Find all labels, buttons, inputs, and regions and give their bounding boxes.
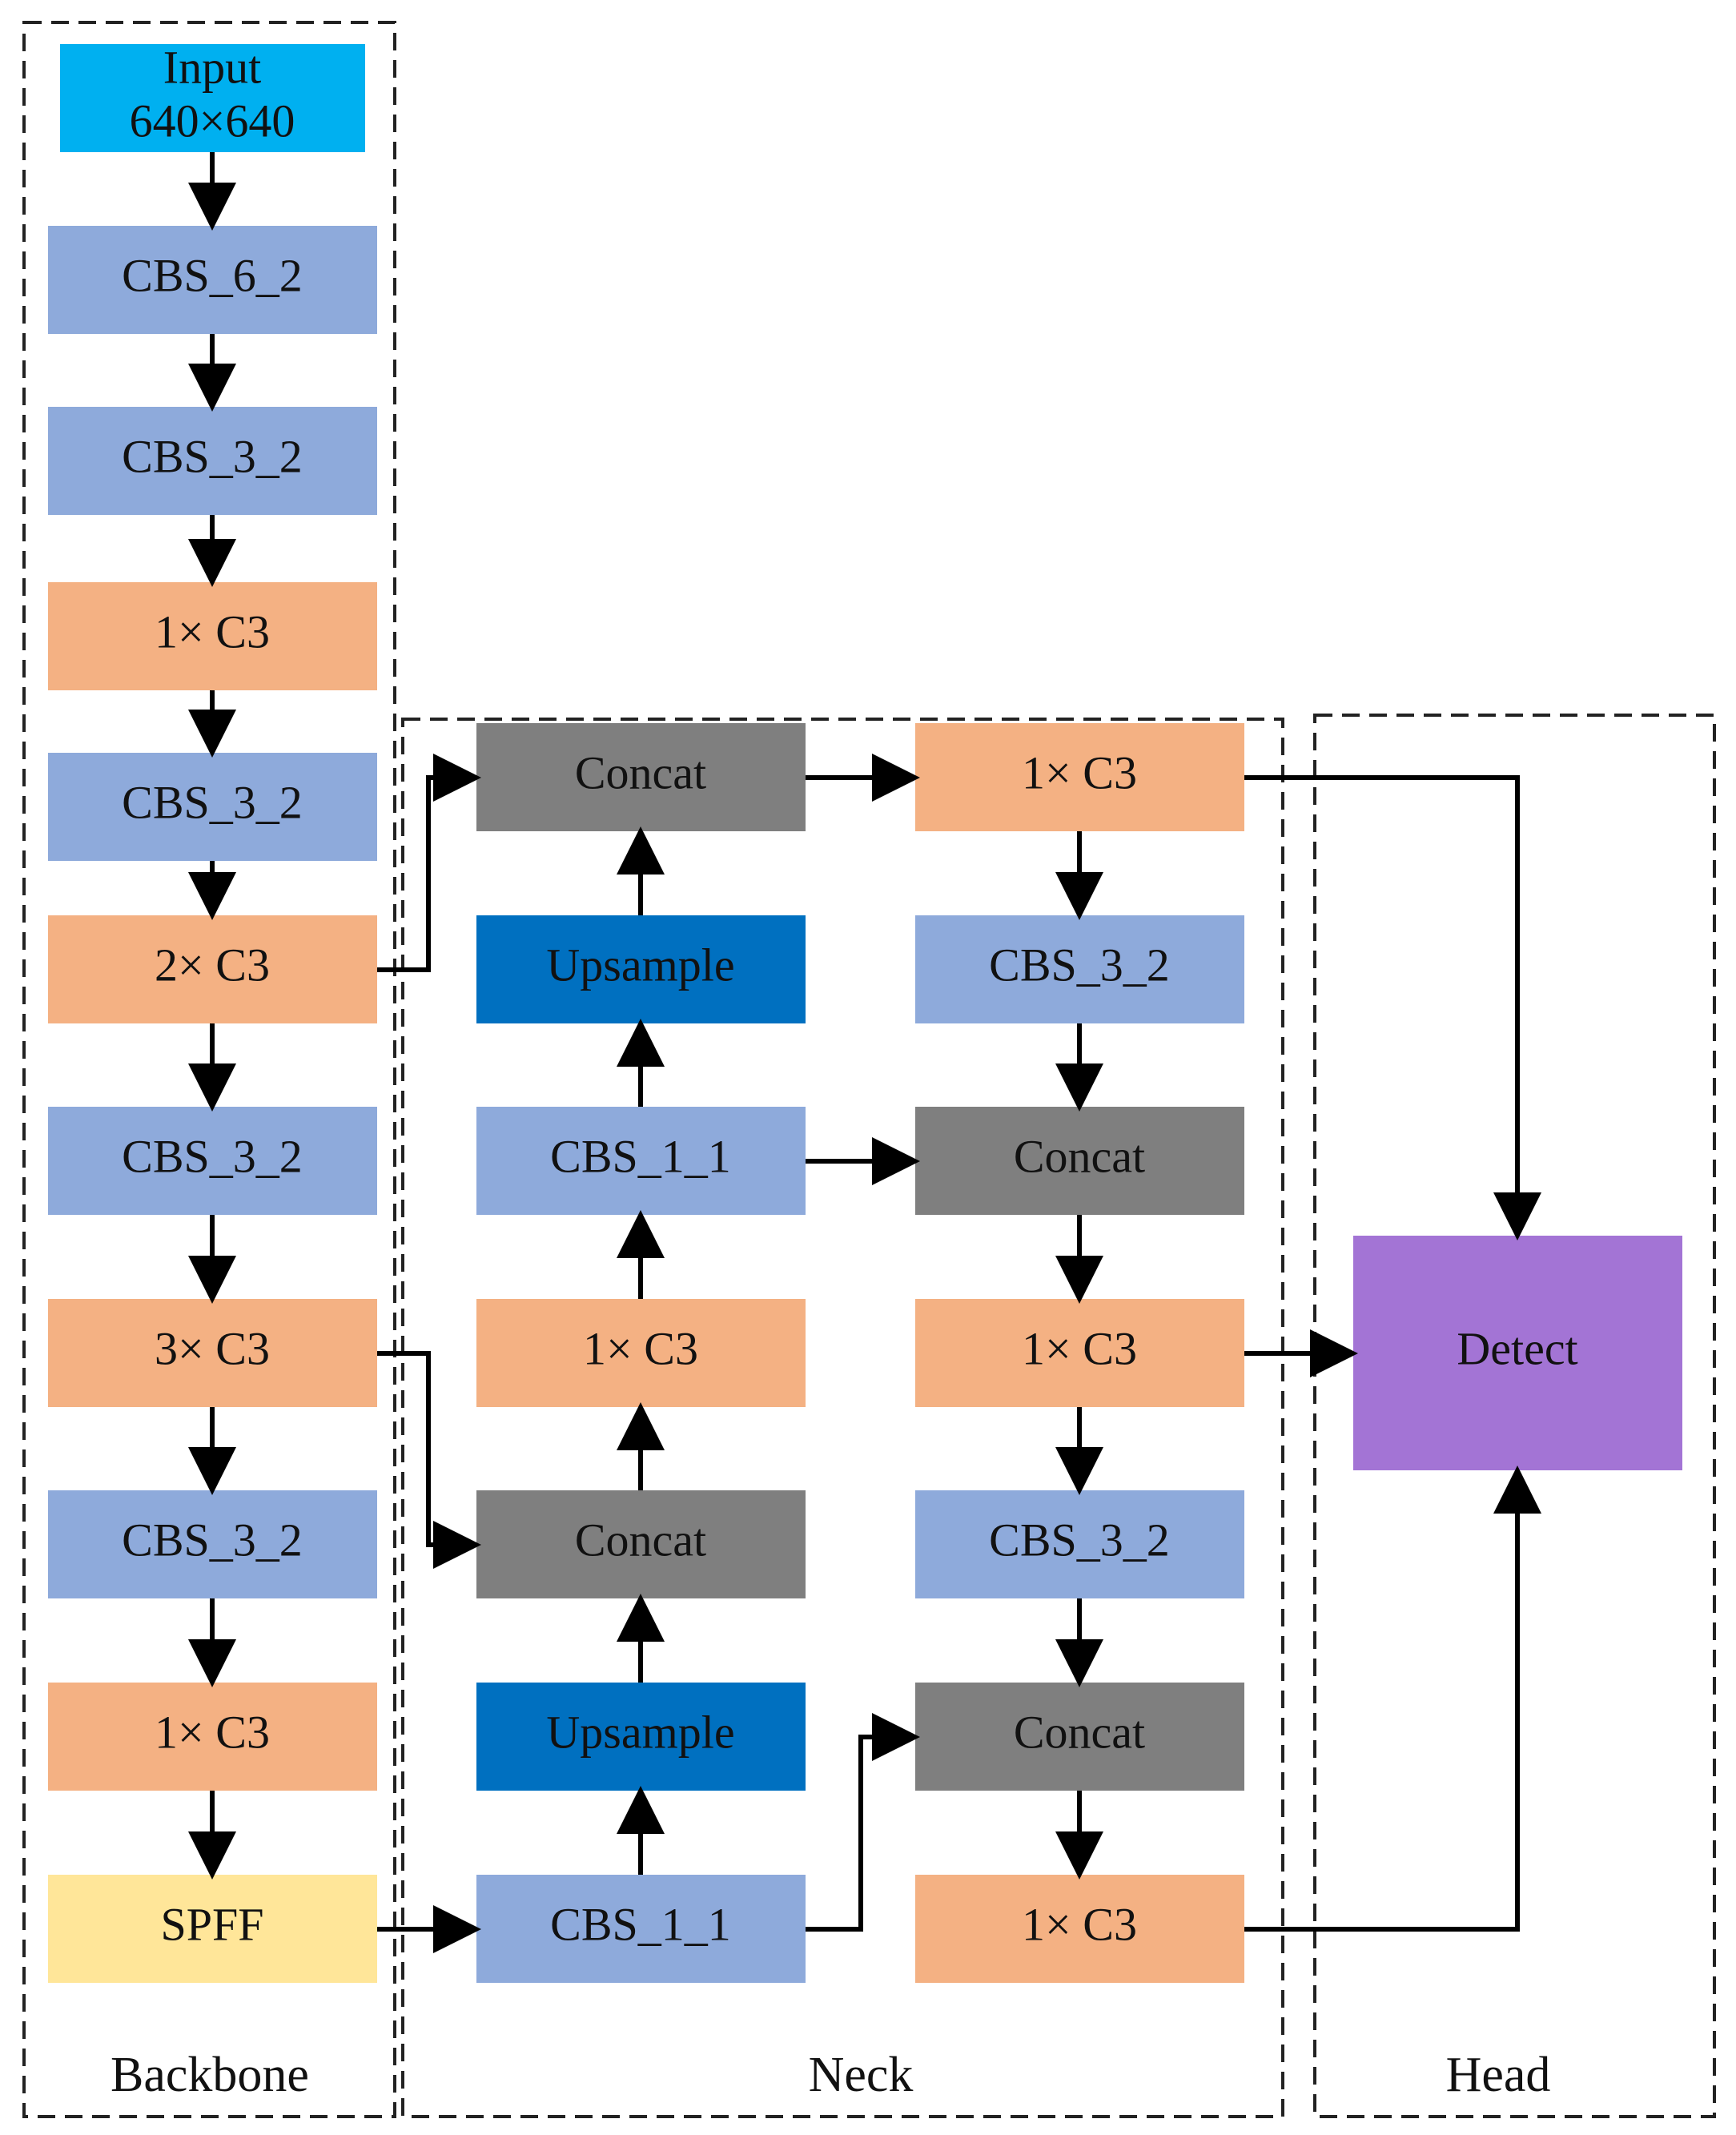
backbone-block-label: 3× C3 <box>155 1322 270 1374</box>
neck-block-rect <box>915 1107 1244 1215</box>
neck-block-rect <box>476 1107 806 1215</box>
head-region <box>1313 714 1716 2118</box>
neck2-cbs-3-2-top: CBS_3_2 <box>915 915 1244 1023</box>
input-block: Input 640×640 <box>60 41 365 152</box>
neck-block-label: CBS_3_2 <box>989 1514 1170 1566</box>
neck-block-label: Upsample <box>546 939 734 991</box>
neck1-c3: 1× C3 <box>476 1299 806 1407</box>
arrow-c3-bottom-to-detect <box>1244 1466 1541 1932</box>
arrow-c3-2-to-concat-top <box>377 754 481 972</box>
backbone-block-cbs-3-2-a: CBS_3_2 <box>48 407 377 515</box>
detect-block-rect <box>1353 1236 1682 1470</box>
neck-block-label: 1× C3 <box>583 1322 698 1374</box>
neck-block-label: Concat <box>1014 1706 1145 1758</box>
detect-label: Detect <box>1457 1322 1577 1374</box>
backbone-block-rect <box>48 1875 377 1983</box>
input-block-rect <box>60 44 365 152</box>
backbone-block-c3-2: 2× C3 <box>48 915 377 1023</box>
input-label: Input <box>163 41 261 93</box>
arrow-c3-top-to-detect <box>1244 775 1541 1240</box>
neck2-c3-middle: 1× C3 <box>915 1299 1244 1407</box>
input-size-label: 640×640 <box>130 94 295 147</box>
neck-block-rect <box>915 915 1244 1023</box>
neck2-c3-top: 1× C3 <box>915 723 1244 831</box>
neck2-c3-bottom: 1× C3 <box>915 1875 1244 1983</box>
detect-block: Detect <box>1353 1236 1682 1470</box>
neck-block-label: CBS_1_1 <box>550 1898 731 1950</box>
backbone-block-c3-1: 1× C3 <box>48 582 377 690</box>
neck-block-rect <box>476 723 806 831</box>
neck-block-rect <box>476 1683 806 1791</box>
neck-block-rect <box>915 1490 1244 1598</box>
backbone-block-label: CBS_3_2 <box>122 1514 303 1566</box>
neck1-concat-bottom: Concat <box>476 1490 806 1598</box>
neck-block-label: CBS_3_2 <box>989 939 1170 991</box>
backbone-block-c3-4: 1× C3 <box>48 1683 377 1791</box>
backbone-block-cbs-3-2-c: CBS_3_2 <box>48 1107 377 1215</box>
neck1-cbs-1-1-bottom: CBS_1_1 <box>476 1875 806 1983</box>
neck-block-rect <box>476 1875 806 1983</box>
backbone-block-label: CBS_3_2 <box>122 430 303 482</box>
backbone-block-rect <box>48 582 377 690</box>
neck2-concat-bottom: Concat <box>915 1683 1244 1791</box>
backbone-block-rect <box>48 1299 377 1407</box>
neck-block-label: Upsample <box>546 1706 734 1758</box>
backbone-block-spff: SPFF <box>48 1875 377 1983</box>
neck2-cbs-3-2-bottom: CBS_3_2 <box>915 1490 1244 1598</box>
backbone-block-label: SPFF <box>160 1898 263 1950</box>
backbone-block-rect <box>48 753 377 861</box>
neck-block-label: Concat <box>575 746 706 798</box>
backbone-block-label: CBS_6_2 <box>122 249 303 301</box>
neck-block-rect <box>915 723 1244 831</box>
neck-block-rect <box>915 1299 1244 1407</box>
neck1-concat-top: Concat <box>476 723 806 831</box>
neck1-upsample-bottom: Upsample <box>476 1683 806 1791</box>
backbone-block-rect <box>48 226 377 334</box>
neck-block-rect <box>476 1299 806 1407</box>
neck-block-label: 1× C3 <box>1022 1322 1137 1374</box>
arrow-cbs11b-to-concat-bottom <box>806 1713 920 1932</box>
backbone-block-label: CBS_3_2 <box>122 776 303 828</box>
neck-block-label: Concat <box>1014 1130 1145 1182</box>
backbone-region <box>22 21 396 2118</box>
backbone-block-rect <box>48 1683 377 1791</box>
backbone-block-label: 1× C3 <box>155 605 270 657</box>
backbone-block-rect <box>48 407 377 515</box>
neck-block-rect <box>476 915 806 1023</box>
backbone-block-label: 1× C3 <box>155 1706 270 1758</box>
neck-block-label: CBS_1_1 <box>550 1130 731 1182</box>
backbone-block-cbs-6-2: CBS_6_2 <box>48 226 377 334</box>
neck-block-label: 1× C3 <box>1022 746 1137 798</box>
backbone-block-label: 2× C3 <box>155 939 270 991</box>
backbone-block-label: CBS_3_2 <box>122 1130 303 1182</box>
backbone-label: Backbone <box>111 2048 309 2102</box>
neck-label: Neck <box>809 2048 914 2102</box>
head-label: Head <box>1446 2048 1551 2102</box>
neck1-upsample-top: Upsample <box>476 915 806 1023</box>
neck1-cbs-1-1-top: CBS_1_1 <box>476 1107 806 1215</box>
backbone-block-cbs-3-2-d: CBS_3_2 <box>48 1490 377 1598</box>
backbone-block-rect <box>48 1107 377 1215</box>
backbone-block-c3-3: 3× C3 <box>48 1299 377 1407</box>
backbone-block-rect <box>48 1490 377 1598</box>
neck2-concat-top: Concat <box>915 1107 1244 1215</box>
backbone-block-rect <box>48 915 377 1023</box>
neck-block-rect <box>915 1683 1244 1791</box>
neck-block-rect <box>476 1490 806 1598</box>
neck-block-label: 1× C3 <box>1022 1898 1137 1950</box>
neck-block-label: Concat <box>575 1514 706 1566</box>
arrow-c3-3-to-concat-bottom <box>377 1351 481 1569</box>
backbone-block-cbs-3-2-b: CBS_3_2 <box>48 753 377 861</box>
neck-region <box>401 718 1284 2118</box>
neck-block-rect <box>915 1875 1244 1983</box>
